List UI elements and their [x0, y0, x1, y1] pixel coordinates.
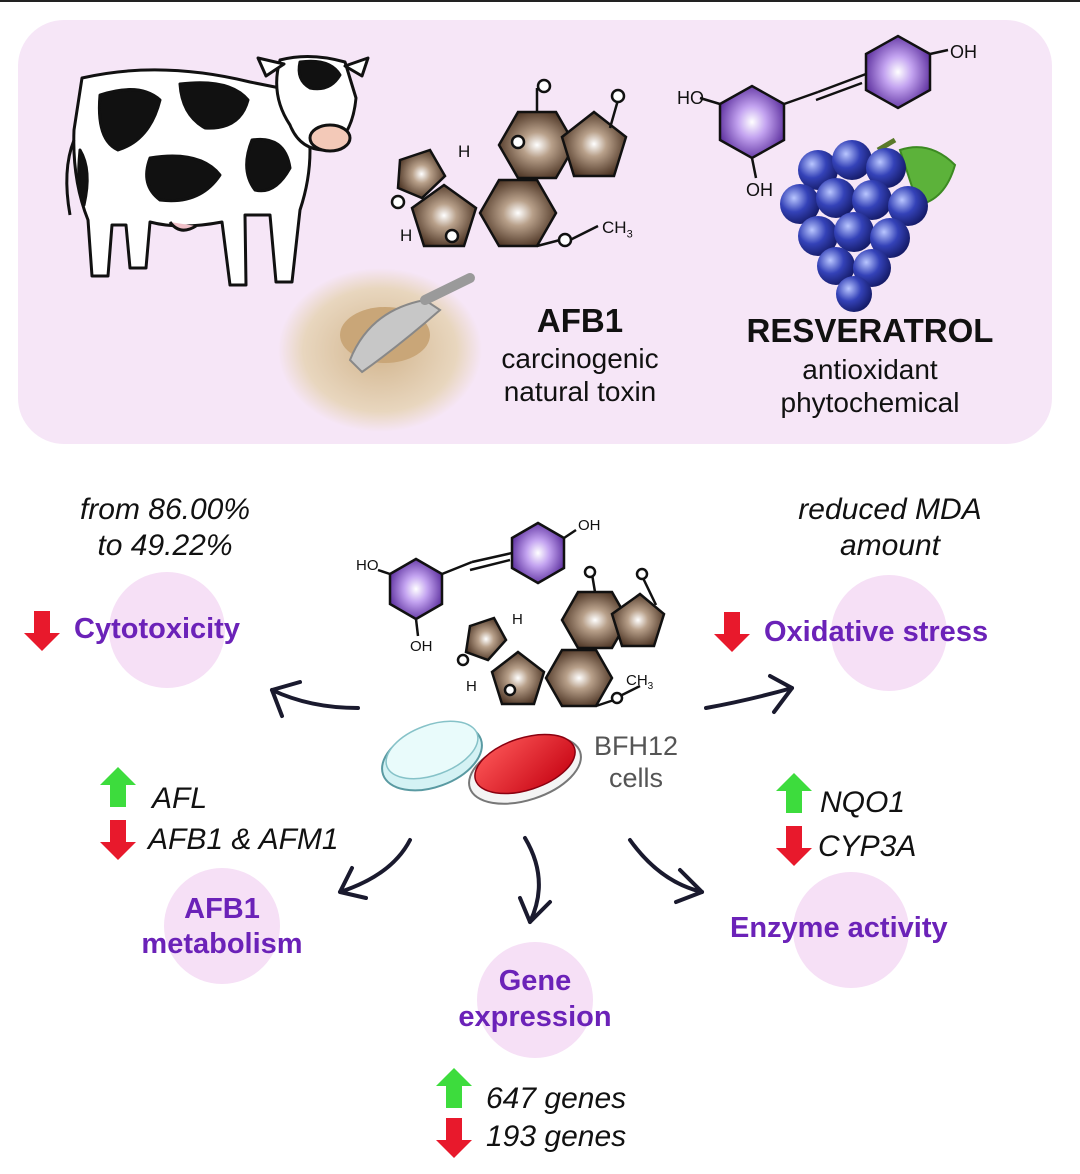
- resveratrol-desc-line1: antioxidant: [802, 354, 938, 385]
- up-arrow-icon: [436, 1068, 472, 1108]
- afb1-desc-line1: carcinogenic: [501, 343, 659, 374]
- enzyme-activity-label: Enzyme activity: [730, 912, 948, 944]
- bubble-afb1-metabolism: [164, 868, 280, 984]
- afb1-h-label: H: [458, 142, 471, 161]
- up-arrow-icon: [776, 773, 812, 813]
- cytotoxicity-note-line2: to 49.22%: [97, 529, 233, 562]
- afb1-ch3-label: CH3: [602, 218, 633, 241]
- bubble-gene-expression: [477, 942, 593, 1058]
- center-ho-label: HO: [356, 557, 379, 574]
- cytotoxicity-label: Cytotoxicity: [74, 613, 240, 645]
- resveratrol-structure-center: [377, 521, 577, 637]
- gene-down-item: 193 genes: [486, 1120, 627, 1153]
- afb1-structure-top: [390, 78, 628, 248]
- metabolism-down-item: AFB1 & AFM1: [148, 823, 339, 856]
- afb1-desc-line2: natural toxin: [503, 376, 657, 407]
- center-h-label: H: [466, 678, 477, 695]
- cow-illustration: [65, 54, 370, 287]
- enzyme-up-item: NQO1: [820, 786, 906, 819]
- resveratrol-title: RESVERATROL: [746, 312, 994, 349]
- grapes-illustration: [780, 137, 957, 312]
- resveratrol-structure-top: [699, 34, 949, 179]
- resveratrol-desc-line2: phytochemical: [780, 387, 960, 418]
- oxidative-stress-label: Oxidative stress: [764, 616, 989, 648]
- resveratrol-ho-label: HO: [677, 88, 704, 108]
- center-oh-label: OH: [578, 517, 601, 534]
- cells-label-line1: BFH12: [593, 731, 679, 761]
- enzyme-down-item: CYP3A: [818, 830, 917, 863]
- afb1-title: AFB1: [536, 302, 624, 339]
- metabolism-up-item: AFL: [152, 782, 208, 815]
- afb1-structure-center: [456, 565, 666, 708]
- down-arrow-icon: [436, 1118, 472, 1158]
- bubble-oxidative-stress: [831, 575, 947, 691]
- down-arrow-icon: [776, 826, 812, 866]
- gene-label-line1: Gene: [498, 965, 572, 997]
- pathway-arrows: [270, 674, 794, 924]
- oxidative-note-line2: amount: [839, 529, 941, 562]
- feed-scoop-illustration: [278, 268, 482, 432]
- bubble-enzyme-activity: [793, 872, 909, 988]
- petri-dishes-illustration: [381, 720, 582, 805]
- down-arrow-icon: [24, 611, 60, 651]
- bubble-cytotoxicity: [109, 572, 225, 688]
- category-bubbles: [109, 572, 947, 1058]
- gene-up-item: 647 genes: [486, 1082, 627, 1115]
- resveratrol-oh-label: OH: [950, 42, 977, 62]
- down-arrow-icon: [714, 612, 750, 652]
- metabolism-label-line1: AFB1: [184, 893, 260, 925]
- afb1-h-label: H: [400, 226, 413, 245]
- cytotoxicity-note-line1: from 86.00%: [79, 493, 251, 526]
- gene-label-line2: expression: [458, 1001, 612, 1033]
- center-ch3-label: CH3: [626, 672, 654, 692]
- up-arrow-icon: [100, 767, 136, 807]
- metabolism-label-line2: metabolism: [141, 928, 303, 960]
- down-arrow-icon: [100, 820, 136, 860]
- center-h-label: H: [512, 611, 523, 628]
- cells-label-line2: cells: [608, 763, 663, 793]
- top-border: [0, 0, 1080, 2]
- oxidative-note-line1: reduced MDA: [798, 493, 982, 526]
- center-oh-label: OH: [410, 638, 433, 655]
- resveratrol-oh-label: OH: [746, 180, 773, 200]
